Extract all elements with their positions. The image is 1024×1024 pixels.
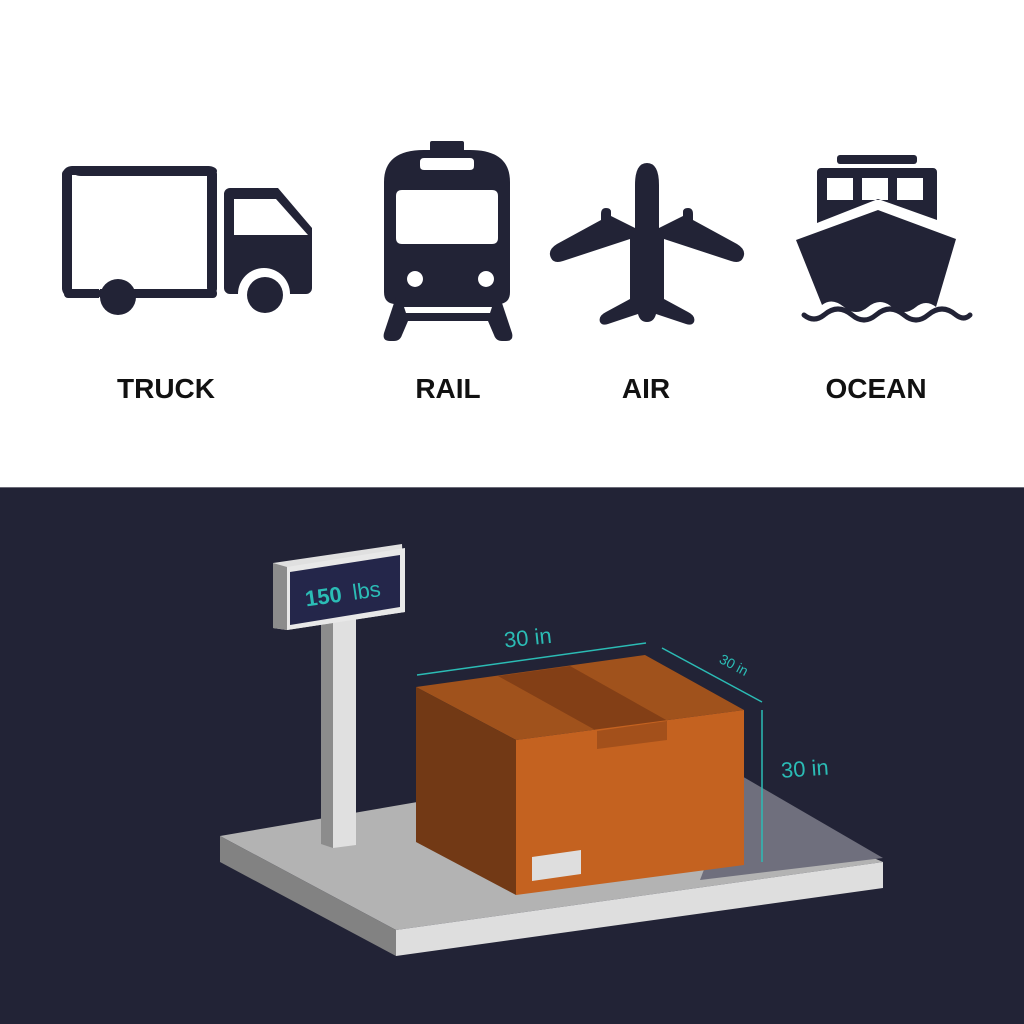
weight-display: 150 lbs [303,576,382,611]
shipping-label [532,850,581,881]
weight-unit: lbs [351,576,382,605]
width-line [661,647,763,703]
airplane-icon [549,163,745,325]
scale-display: 150 lbs [273,544,405,630]
mode-label-ocean: OCEAN [825,373,926,404]
weight-value: 150 [303,582,343,612]
length-line [416,642,647,676]
mode-label-air: AIR [622,373,670,404]
train-icon [383,141,513,341]
width-label: 30 in [717,651,751,679]
truck-icon [62,166,312,315]
package-box [416,655,744,895]
mode-label-rail: RAIL [415,373,480,404]
length-label: 30 in [503,623,553,653]
scale-pole [321,615,356,848]
height-label: 30 in [780,755,829,783]
dimension-lines [416,642,763,862]
ship-icon [796,155,973,323]
mode-label-truck: TRUCK [117,373,215,404]
